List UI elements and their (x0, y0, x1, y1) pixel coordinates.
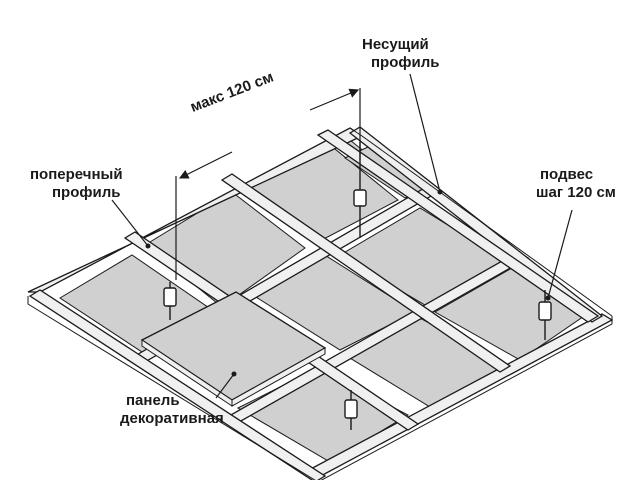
leader-cross-profile (111, 199, 149, 247)
decorative-panel (140, 291, 327, 407)
label-main-profile-line2: профиль (371, 54, 440, 71)
leader-hanger (547, 209, 573, 299)
leader-lines (111, 73, 573, 399)
hanger-rod (538, 290, 552, 340)
leader-main-profile (409, 73, 441, 193)
label-hanger-line2: шаг 120 см (536, 184, 616, 201)
cross-profile (316, 129, 600, 323)
profile-edges (27, 127, 613, 480)
hangers (163, 142, 552, 430)
label-panel-line2: декоративная (120, 410, 224, 427)
hanger-rod (344, 390, 358, 430)
dimension-max-span (175, 88, 361, 280)
label-cross-profile-line1: поперечный (30, 166, 123, 183)
leader-panel (215, 373, 235, 399)
label-hanger-line1: подвес (540, 166, 594, 183)
cross-profile (220, 173, 512, 373)
hanger-rod (163, 282, 177, 320)
label-cross-profile-line2: профиль (52, 184, 121, 201)
leader-dots (145, 189, 551, 377)
cross-profile (28, 289, 327, 480)
panel-edge (231, 347, 326, 407)
label-main-profile-line1: Несущий (362, 36, 429, 53)
label-panel-line1: панель (126, 392, 180, 409)
